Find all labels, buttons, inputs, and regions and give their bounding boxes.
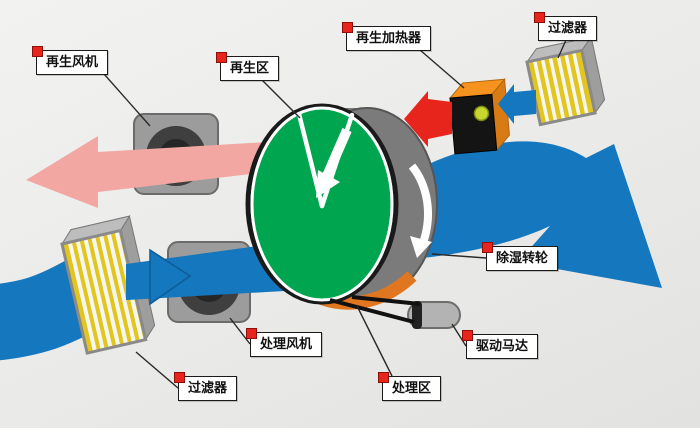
leader-process-fan (229, 317, 251, 345)
belt-line (329, 298, 415, 324)
label-marker (246, 328, 257, 339)
label-text: 再生风机 (46, 54, 99, 69)
label-text: 除湿转轮 (496, 250, 549, 265)
label-filter-top: 过滤器 (534, 12, 598, 41)
leader-dehumid-wheel (431, 253, 487, 259)
label-filter-bottom: 过滤器 (174, 372, 238, 401)
regeneration-heater (448, 78, 510, 155)
label-regen-heater: 再生加热器 (342, 22, 432, 51)
label-marker (174, 372, 185, 383)
leader-filter-top (557, 39, 567, 59)
label-process-fan: 处理风机 (246, 328, 323, 357)
drive-motor (329, 295, 461, 329)
label-regen-zone: 再生区 (216, 52, 280, 81)
leader-process-zone (356, 305, 393, 377)
label-marker (534, 12, 545, 23)
regen-filter (525, 35, 606, 127)
label-text: 驱动马达 (476, 338, 529, 353)
regen-exhaust-arrow (26, 136, 268, 208)
hot-air-arrow (404, 91, 452, 147)
label-marker (342, 22, 353, 33)
motor-pulley (412, 301, 422, 329)
label-drive-motor: 驱动马达 (462, 330, 539, 359)
label-text: 再生区 (230, 60, 270, 75)
leader-filter-bottom (135, 351, 179, 389)
label-text: 过滤器 (548, 20, 588, 35)
label-text: 过滤器 (188, 380, 228, 395)
process-air-outlet-arrow (378, 141, 662, 288)
leader-regen-fan (103, 73, 151, 127)
leader-lines (103, 39, 567, 389)
intake-filter (60, 214, 156, 355)
desiccant-wheel (245, 103, 438, 310)
label-marker (462, 330, 473, 341)
label-process-zone: 处理区 (378, 372, 442, 401)
label-marker (378, 372, 389, 383)
belt-line (351, 295, 421, 306)
label-regen-fan: 再生风机 (32, 46, 109, 75)
label-marker (216, 52, 227, 63)
sector-airflow-arrow (316, 128, 352, 198)
label-marker (482, 242, 493, 253)
label-dehumid-wheel: 除湿转轮 (482, 242, 559, 271)
label-text: 处理风机 (260, 336, 313, 351)
process-air-mid-arrowhead (149, 248, 192, 306)
rotation-arrow (408, 163, 432, 258)
heater-front-face (449, 93, 498, 155)
wheel-drive-belt-ring (245, 103, 399, 305)
label-marker (32, 46, 43, 57)
regen-air-inlet-arrow (498, 84, 536, 124)
filter-pleats (67, 230, 144, 352)
heater-indicator-light (473, 105, 490, 122)
leader-regen-zone (261, 79, 301, 119)
filter-pleats (532, 51, 589, 124)
leader-regen-heater (419, 49, 465, 89)
leader-drive-motor (451, 323, 467, 347)
label-text: 再生加热器 (356, 30, 422, 45)
label-text: 处理区 (392, 380, 432, 395)
